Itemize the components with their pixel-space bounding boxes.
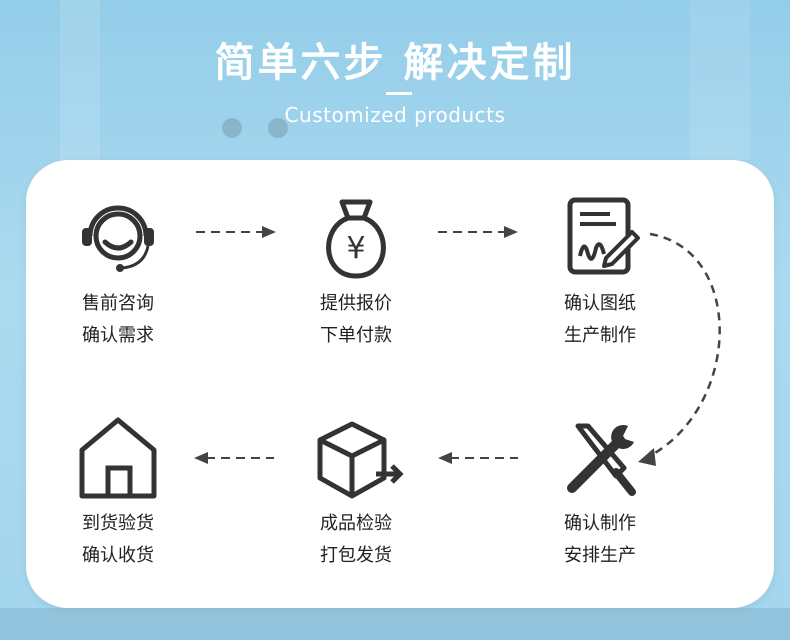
tools-icon <box>567 423 636 496</box>
step-3-label: 确认图纸 生产制作 <box>564 293 636 346</box>
arrow-left-icon <box>438 452 518 464</box>
page-title: 简单六步 解决定制 <box>214 40 576 86</box>
step-2: ¥ 提供报价 下单付款 <box>266 192 446 352</box>
warehouse-icon <box>79 417 157 499</box>
step-1: 售前咨询 确认需求 <box>28 192 208 352</box>
page-subtitle: Customized products <box>284 103 506 127</box>
step-5-label: 成品检验 打包发货 <box>320 513 392 566</box>
step-3: 确认图纸 生产制作 <box>510 192 690 352</box>
title-divider <box>386 92 412 95</box>
arrow-right-icon <box>196 226 276 238</box>
box-ship-icon <box>317 421 404 499</box>
step-2-label: 提供报价 下单付款 <box>320 293 392 346</box>
svg-text:¥: ¥ <box>346 231 365 266</box>
arrow-right-icon <box>438 226 518 238</box>
step-4: 确认制作 安排生产 <box>510 412 690 572</box>
drawing-sign-icon <box>567 197 640 275</box>
money-bag-icon: ¥ <box>326 199 386 279</box>
arrow-left-icon <box>194 452 274 464</box>
step-4-label: 确认制作 安排生产 <box>564 513 636 566</box>
steps-card: 售前咨询 确认需求 ¥ 提供报价 下单付款 <box>26 160 774 608</box>
step-6-label: 到货验货 确认收货 <box>82 513 154 566</box>
step-6: 到货验货 确认收货 <box>28 412 208 572</box>
headset-icon <box>82 205 154 272</box>
step-1-label: 售前咨询 确认需求 <box>82 293 154 346</box>
curved-arrow <box>638 232 721 466</box>
step-5: 成品检验 打包发货 <box>266 412 446 572</box>
